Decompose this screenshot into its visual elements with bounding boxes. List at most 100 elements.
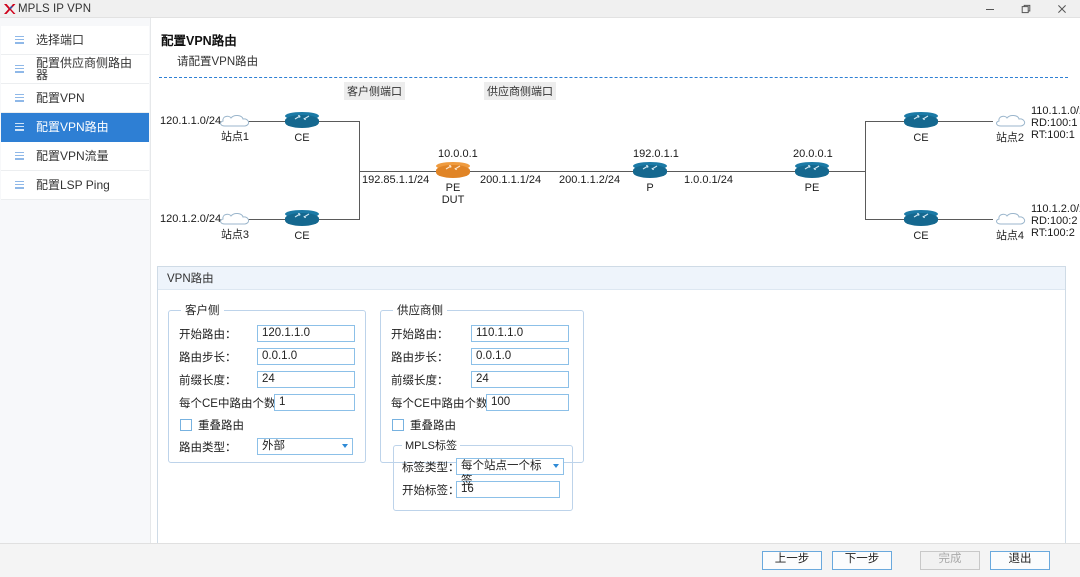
- sidebar-item-config-vpn-route[interactable]: 配置VPN路由: [1, 113, 149, 142]
- app-body: 选择端口 配置供应商侧路由器 配置VPN 配置VPN路由 配置VPN流量 配置L…: [0, 18, 1080, 550]
- sidebar-item-label: 配置LSP Ping: [36, 178, 110, 192]
- mpls-label-type-select[interactable]: 每个站点一个标签: [456, 458, 564, 487]
- customer-start-route-row: 开始路由： 120.1.1.0: [179, 324, 355, 343]
- site-label-site4: 站点4: [995, 230, 1025, 242]
- link-label-1-0-0-1: 1.0.0.1/24: [684, 174, 733, 186]
- link-ce1-bus: [319, 121, 359, 122]
- dashed-divider: [159, 77, 1068, 78]
- link-label-200-1-1-1: 200.1.1.1/24: [480, 174, 542, 186]
- rd-label-site4: RD:100:2: [1031, 215, 1078, 227]
- link-site1-ce1: [231, 121, 287, 122]
- page-title: 配置VPN路由: [161, 34, 237, 48]
- ip-label-pe-dut: 10.0.0.1: [438, 148, 478, 160]
- sidebar-item-label: 配置VPN流量: [36, 149, 109, 163]
- window-title-bar: MPLS IP VPN: [0, 0, 1080, 18]
- provider-step-label: 路由步长：: [391, 351, 449, 364]
- sidebar-item-provider-router[interactable]: 配置供应商侧路由器: [1, 55, 149, 84]
- rd-label-site2: RD:100:1: [1031, 117, 1078, 129]
- link-bus-pedut: [359, 171, 438, 172]
- link-ce3-bus: [319, 219, 359, 220]
- sidebar-item-config-vpn[interactable]: 配置VPN: [1, 84, 149, 113]
- wizard-footer: 上一步 下一步 完成 退出: [0, 543, 1080, 577]
- provider-per-ce-input[interactable]: 100: [486, 394, 569, 411]
- router-sublabel-pe-dut: DUT: [441, 194, 465, 206]
- sidebar-item-config-lsp-ping[interactable]: 配置LSP Ping: [1, 171, 149, 200]
- router-p-icon: [633, 162, 667, 181]
- chevron-down-icon: [342, 444, 348, 448]
- provider-side-group: 供应商侧 开始路由： 110.1.1.0 路由步长： 0.0.1.0 前缀长度：…: [380, 302, 584, 511]
- sidebar-item-label: 配置VPN: [36, 91, 85, 105]
- customer-prefix-label: 前缀长度：: [179, 374, 237, 387]
- link-ce2-site2: [938, 121, 993, 122]
- window-title: MPLS IP VPN: [18, 2, 92, 15]
- exit-button[interactable]: 退出: [990, 551, 1050, 570]
- customer-route-type-select[interactable]: 外部: [257, 438, 353, 455]
- list-icon: [15, 64, 24, 74]
- router-label-ce3: CE: [294, 230, 310, 242]
- provider-step-input[interactable]: 0.0.1.0: [471, 348, 569, 365]
- mpls-start-label-input[interactable]: 16: [456, 481, 560, 498]
- router-ce4-icon: [904, 210, 938, 229]
- router-label-p: P: [646, 182, 654, 194]
- list-icon: [15, 122, 24, 132]
- chevron-down-icon: [553, 464, 559, 468]
- sidebar-item-select-port[interactable]: 选择端口: [1, 26, 149, 55]
- customer-overlap-row[interactable]: 重叠路由: [180, 416, 355, 434]
- cloud-site1-icon: [217, 113, 253, 130]
- provider-start-route-label: 开始路由：: [391, 328, 449, 341]
- bus-provider-right: [865, 121, 866, 220]
- page-subtitle: 请配置VPN路由: [177, 56, 259, 68]
- router-label-ce2: CE: [913, 132, 929, 144]
- provider-overlap-row[interactable]: 重叠路由: [392, 416, 573, 434]
- sidebar-item-config-vpn-traffic[interactable]: 配置VPN流量: [1, 142, 149, 171]
- router-ce3-icon: [285, 210, 319, 229]
- customer-start-route-label: 开始路由：: [179, 328, 237, 341]
- provider-prefix-label: 前缀长度：: [391, 374, 449, 387]
- router-label-ce1: CE: [294, 132, 310, 144]
- minimize-button[interactable]: [972, 0, 1008, 17]
- restore-button[interactable]: [1008, 0, 1044, 17]
- customer-per-ce-input[interactable]: 1: [274, 394, 355, 411]
- customer-start-route-input[interactable]: 120.1.1.0: [257, 325, 355, 342]
- mpls-start-label-row: 开始标签： 16: [402, 480, 564, 499]
- router-ce1-icon: [285, 112, 319, 131]
- customer-side-group: 客户侧 开始路由： 120.1.1.0 路由步长： 0.0.1.0 前缀长度： …: [168, 302, 366, 463]
- customer-step-input[interactable]: 0.0.1.0: [257, 348, 355, 365]
- customer-prefix-input[interactable]: 24: [257, 371, 355, 388]
- network-label-site1: 120.1.1.0/24: [160, 115, 222, 127]
- link-label-200-1-1-2: 200.1.1.2/24: [559, 174, 621, 186]
- link-bus-ce2: [865, 121, 904, 122]
- list-icon: [15, 151, 24, 161]
- router-pe-dut-icon: [436, 162, 470, 181]
- mpls-legend: MPLS标签: [405, 440, 457, 452]
- mpls-start-label-label: 开始标签：: [402, 484, 460, 497]
- cloud-site4-icon: [993, 211, 1029, 228]
- list-icon: [15, 93, 24, 103]
- customer-overlap-checkbox[interactable]: [180, 419, 192, 431]
- provider-start-route-row: 开始路由： 110.1.1.0: [391, 324, 573, 343]
- link-label-192-85: 192.85.1.1/24: [362, 174, 430, 186]
- provider-prefix-input[interactable]: 24: [471, 371, 569, 388]
- next-step-button[interactable]: 下一步: [832, 551, 892, 570]
- previous-step-button[interactable]: 上一步: [762, 551, 822, 570]
- router-label-pe-dut: PE: [445, 182, 461, 194]
- customer-side-legend: 客户侧: [185, 305, 220, 317]
- mpls-label-type-label: 标签类型：: [402, 461, 460, 474]
- provider-per-ce-label: 每个CE中路由个数：: [391, 397, 499, 410]
- cloud-site2-icon: [993, 113, 1029, 130]
- ip-label-p: 192.0.1.1: [633, 148, 679, 160]
- zone-label-provider: 供应商侧端口: [484, 82, 556, 100]
- link-site3-ce3: [231, 219, 287, 220]
- router-label-pe2: PE: [804, 182, 820, 194]
- link-bus-ce4: [865, 219, 904, 220]
- provider-prefix-row: 前缀长度： 24: [391, 370, 573, 389]
- provider-start-route-input[interactable]: 110.1.1.0: [471, 325, 569, 342]
- customer-overlap-label: 重叠路由: [198, 420, 244, 432]
- provider-overlap-checkbox[interactable]: [392, 419, 404, 431]
- customer-route-type-value: 外部: [262, 440, 285, 452]
- window-controls: [972, 0, 1080, 17]
- link-p-pe2: [667, 171, 797, 172]
- close-button[interactable]: [1044, 0, 1080, 17]
- mpls-label-type-value: 每个站点一个标签: [461, 460, 542, 487]
- site-label-site3: 站点3: [220, 229, 250, 241]
